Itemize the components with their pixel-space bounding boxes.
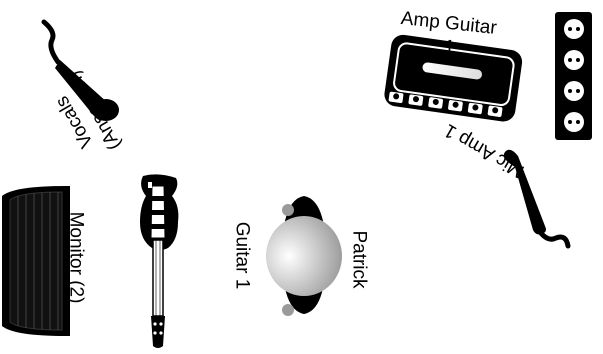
amplifier-icon (384, 34, 523, 122)
monitor-label: Monitor (2) (65, 211, 87, 304)
monitor-speaker-icon (2, 186, 70, 336)
power-outlet-icon (555, 12, 592, 140)
microphone-icon (41, 19, 119, 121)
amp-number-label: 1 (442, 36, 456, 59)
electric-guitar-icon (140, 174, 179, 348)
person-top-view-icon (266, 196, 342, 316)
microphone-icon (503, 149, 571, 249)
guitar-label: Guitar 1 (231, 221, 253, 290)
patrick-label: Patrick (348, 230, 370, 289)
